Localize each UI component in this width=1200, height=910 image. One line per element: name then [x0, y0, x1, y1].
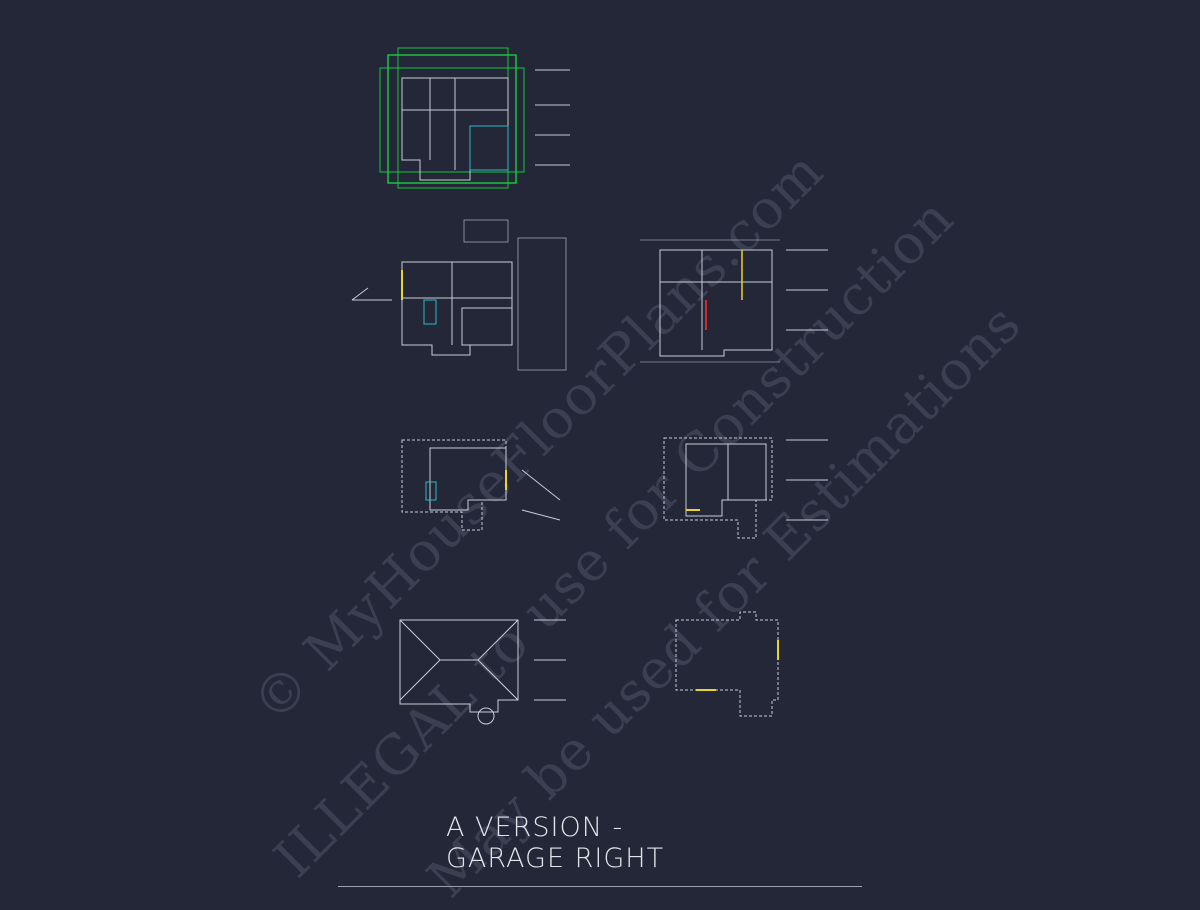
- first-floor-plan-icon: [351, 219, 567, 371]
- foundation-plan-icon: [379, 47, 570, 189]
- second-floor-structural-icon: [663, 437, 828, 539]
- roof-plan-icon: [399, 619, 566, 725]
- caption-garage: GARAGE RIGHT: [446, 843, 665, 874]
- caption-version: A VERSION -: [446, 812, 624, 843]
- second-floor-plan-icon: [401, 439, 561, 531]
- roof-outline-icon: [675, 611, 779, 717]
- first-floor-structural-icon: [640, 239, 828, 363]
- caption-rule: [338, 886, 862, 887]
